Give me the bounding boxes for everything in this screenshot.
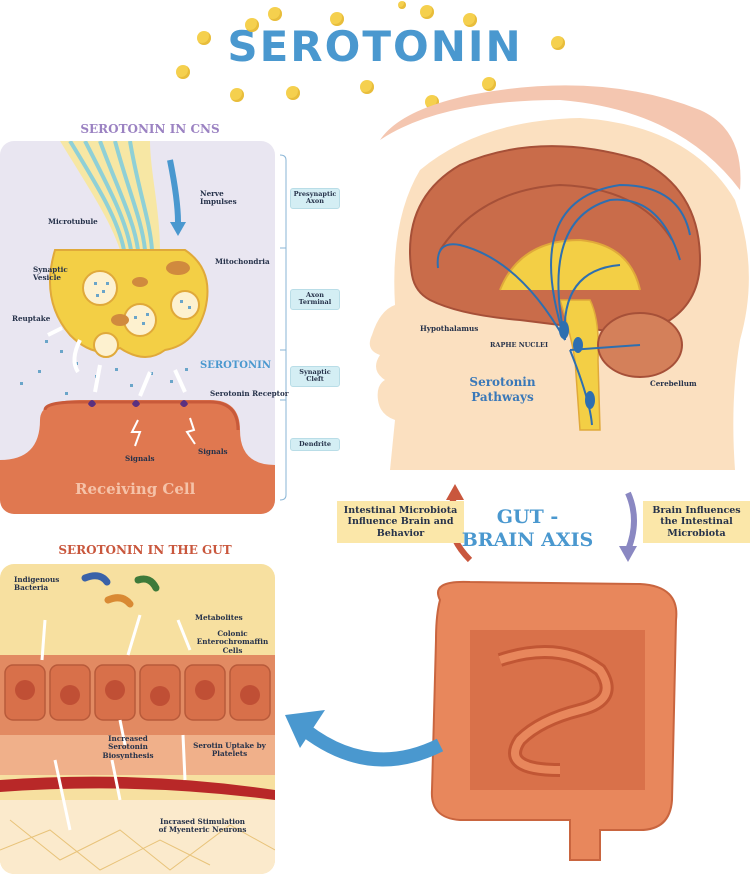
smiley-icon	[176, 65, 190, 79]
receiving-cell	[0, 400, 275, 514]
region-synaptic-cleft: Synaptic Cleft	[290, 366, 340, 387]
synaptic-vesicle	[93, 332, 119, 358]
axis-right-box: Brain Influences the Intestinal Microbio…	[643, 501, 750, 544]
label-signals-left: Signals	[125, 454, 155, 463]
hair	[380, 85, 741, 190]
label-microtubule: Microtubule	[48, 217, 98, 226]
smiley-icon	[360, 80, 374, 94]
synaptic-vesicle	[82, 270, 118, 306]
label-indigenous-bacteria: Indigenous Bacteria	[14, 575, 60, 593]
region-brackets	[279, 154, 287, 501]
page-title: SEROTONIN	[227, 22, 523, 71]
cns-panel	[0, 141, 275, 514]
label-nerve-impulses: Nerve Impulses	[200, 189, 237, 207]
label-serotonin: SEROTONIN	[200, 360, 271, 371]
smiley-icon	[420, 5, 434, 19]
label-colonic-cells: Colonic Enterochromaffin Cells	[196, 629, 269, 655]
intestine	[430, 580, 678, 861]
smiley-icon	[197, 31, 211, 45]
label-signals-right: Signals	[198, 447, 228, 456]
label-serotonin-pathways: Serotonin Pathways	[469, 375, 536, 404]
label-reuptake: Reuptake	[12, 314, 51, 323]
smiley-icon	[268, 7, 282, 21]
smiley-icon	[463, 13, 477, 27]
region-presynaptic-axon: Presynaptic Axon	[290, 188, 340, 209]
serotonin-receptor	[88, 400, 96, 407]
nerve-impulse-arrow	[170, 222, 186, 236]
label-serotonin-receptor: Serotonin Receptor	[210, 389, 289, 398]
smiley-icon	[330, 12, 344, 26]
microtubule	[68, 141, 126, 251]
smiley-icon	[482, 77, 496, 91]
smiley-icon	[551, 36, 565, 50]
label-synaptic-vesicle: Synaptic Vesicle	[33, 265, 68, 283]
axis-down-arrow	[619, 546, 637, 562]
label-uptake: Serotin Uptake by Platelets	[193, 741, 266, 759]
label-metabolites: Metabolites	[195, 613, 243, 622]
label-cerebellum: Cerebellum	[650, 379, 697, 388]
axis-title: GUT - BRAIN AXIS	[461, 506, 594, 551]
gut-to-panel-arrow	[285, 710, 325, 748]
smiley-icon	[286, 86, 300, 100]
smiley-icon	[230, 88, 244, 102]
smiley-icon	[398, 1, 406, 9]
label-stimulation: Incrased Stimulation of Myenteric Neuron…	[158, 817, 247, 835]
mitochondria	[166, 261, 190, 275]
cns-panel-title: SEROTONIN IN CNS	[80, 122, 220, 136]
region-axon-terminal: Axon Terminal	[290, 289, 340, 310]
label-raphe-nuclei: RAPHE NUCLEI	[490, 341, 549, 349]
label-hypothalamus: Hypothalamus	[420, 324, 479, 333]
gut-panel-title: SEROTONIN IN THE GUT	[58, 543, 232, 557]
label-biosynthesis: Increased Serotonin Biosynthesis	[102, 734, 154, 760]
region-dendrite: Dendrite	[290, 438, 340, 452]
label-receiving-cell: Receiving Cell	[75, 480, 196, 498]
synaptic-vesicle	[170, 290, 200, 320]
smiley-icon	[245, 18, 259, 32]
label-mitochondria: Mitochondria	[215, 257, 270, 266]
gut-panel	[0, 564, 275, 874]
axis-left-box: Intestinal Microbiota Influence Brain an…	[337, 501, 464, 544]
axis-up-arrow	[446, 484, 464, 500]
blood-vessel	[0, 776, 275, 800]
